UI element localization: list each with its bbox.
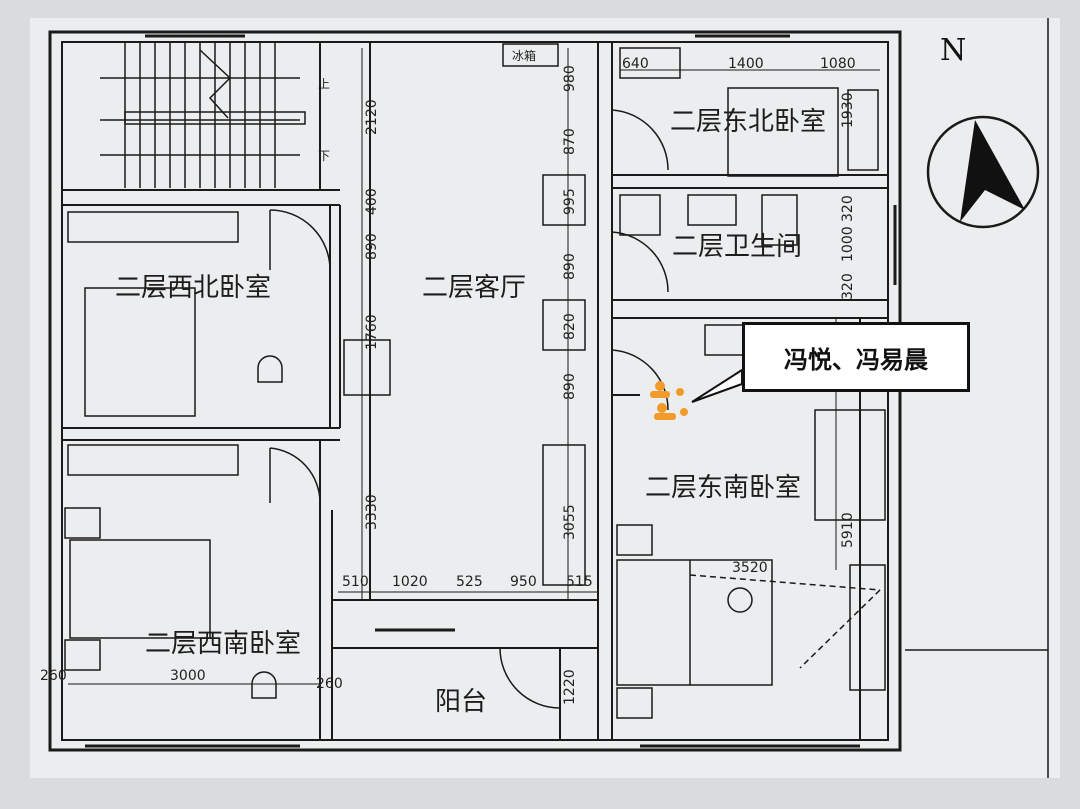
doors xyxy=(269,109,669,709)
dim-640: 640 xyxy=(622,56,649,72)
dim-890-left: 890 xyxy=(364,233,380,260)
room-label-bathroom: 二层卫生间 xyxy=(672,232,802,262)
dim-320-upper: 320 xyxy=(840,195,856,222)
dim-1080: 1080 xyxy=(820,56,856,72)
dim-1760: 1760 xyxy=(364,314,380,350)
dim-2120: 2120 xyxy=(364,99,380,135)
dim-320-lower: 320 xyxy=(840,273,856,300)
dim-870: 870 xyxy=(562,128,578,155)
dim-1020: 1020 xyxy=(392,574,428,590)
room-label-southwest-bedroom: 二层西南卧室 xyxy=(145,629,301,659)
occupant-markers xyxy=(650,381,688,420)
person-icon xyxy=(654,403,688,420)
staircase xyxy=(100,42,306,188)
room-label-southeast-bedroom: 二层东南卧室 xyxy=(645,473,801,503)
dim-3055: 3055 xyxy=(562,504,578,540)
dim-260-left: 260 xyxy=(40,668,67,684)
walls xyxy=(48,30,902,752)
dim-525: 525 xyxy=(456,574,483,590)
dim-1220: 1220 xyxy=(562,669,578,705)
dim-3000: 3000 xyxy=(170,668,206,684)
room-label-living-room: 二层客厅 xyxy=(422,273,526,303)
occupant-callout: 冯悦、冯易晨 xyxy=(742,322,970,392)
windows xyxy=(85,34,897,748)
dim-260-right: 260 xyxy=(316,676,343,692)
dim-5910: 5910 xyxy=(840,512,856,548)
dim-400: 400 xyxy=(364,188,380,215)
dim-3520: 3520 xyxy=(732,560,768,576)
dim-980: 980 xyxy=(562,65,578,92)
dim-515: 515 xyxy=(566,574,593,590)
compass: N xyxy=(905,18,1049,778)
dim-890-lower: 890 xyxy=(562,373,578,400)
furniture xyxy=(64,43,886,719)
compass-north-label: N xyxy=(940,33,966,68)
dim-510: 510 xyxy=(342,574,369,590)
dim-3330: 3330 xyxy=(364,494,380,530)
room-label-northwest-bedroom: 二层西北卧室 xyxy=(115,273,271,303)
north-arrow-icon xyxy=(960,120,1025,222)
compass-ring xyxy=(926,115,1040,229)
person-icon xyxy=(650,381,684,398)
dim-1400: 1400 xyxy=(728,56,764,72)
dim-890-mid: 890 xyxy=(562,253,578,280)
room-label-balcony: 阳台 xyxy=(435,687,487,717)
room-label-northeast-bedroom: 二层东北卧室 xyxy=(670,107,826,137)
fridge-label: 冰箱 xyxy=(512,48,536,63)
stair-down-label: 下 xyxy=(318,149,330,163)
dim-1000: 1000 xyxy=(840,226,856,262)
stair-up-label: 上 xyxy=(318,77,330,91)
dim-950: 950 xyxy=(510,574,537,590)
dim-820: 820 xyxy=(562,313,578,340)
dim-1930: 1930 xyxy=(840,92,856,128)
dim-995: 995 xyxy=(562,188,578,215)
